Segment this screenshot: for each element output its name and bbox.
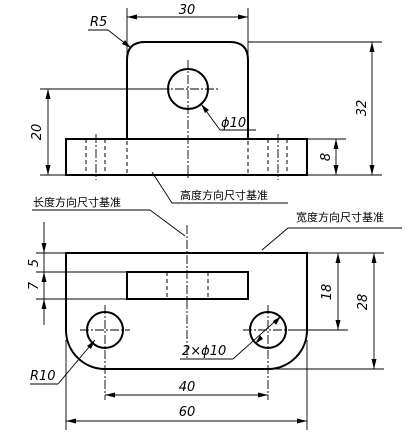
dim-40-label: 40 [179,380,196,395]
arrowhead [371,359,377,369]
arrowhead [41,299,47,309]
width-datum-note: 宽度方向尺寸基准 [296,210,384,224]
dim-20-label: 20 [30,124,45,141]
dim-18-label: 18 [320,284,335,301]
arrowhead [45,89,51,99]
arrowhead [105,392,115,398]
arrowhead [369,42,375,52]
arrowhead [369,165,375,175]
top-view: 长度方向尺寸基准 宽度方向尺寸基准 5 7 18 28 R10 [27,195,402,430]
arrowhead [255,335,263,344]
arrowhead [201,104,209,113]
dim-phi10-label: ϕ10 [221,116,246,131]
dim-28-label: 28 [356,294,371,311]
arrowhead [238,14,248,20]
dim-7-label: 7 [27,281,42,290]
leader-line [261,227,289,251]
leader-line [232,315,282,360]
leader-line [149,209,186,237]
arrowhead [371,253,377,263]
dim-r10-label: R10 [30,369,56,384]
arrowhead [87,340,95,349]
arrowhead [45,165,51,175]
arrowhead [335,253,341,263]
height-datum-note: 高度方向尺寸基准 [180,188,268,202]
upright-outline [126,41,249,139]
dim-r5-label: R5 [90,15,107,30]
base-plate-outline [65,138,308,176]
arrowhead [41,243,47,253]
dim-30-label: 30 [179,3,196,18]
arrowhead [333,139,339,149]
arrowhead [333,165,339,175]
dim-60-label: 60 [179,405,196,420]
arrowhead [127,14,137,20]
arrowhead [335,320,341,330]
upright-footprint [126,271,249,300]
arrowhead [122,40,131,48]
dim-5-label: 5 [27,259,42,267]
arrowhead [258,392,268,398]
front-view: 30 R5 ϕ10 32 20 8 高度方向尺寸基准 [30,3,382,204]
length-datum-note: 长度方向尺寸基准 [33,195,121,209]
dim-holes-label: 2×ϕ10 [182,344,226,359]
dim-32-label: 32 [355,100,370,117]
leader-line [151,171,173,204]
arrowhead [66,418,76,424]
arrowhead [41,272,47,282]
arrowhead [273,316,281,325]
arrowhead [297,418,307,424]
dim-8-label: 8 [319,153,334,161]
